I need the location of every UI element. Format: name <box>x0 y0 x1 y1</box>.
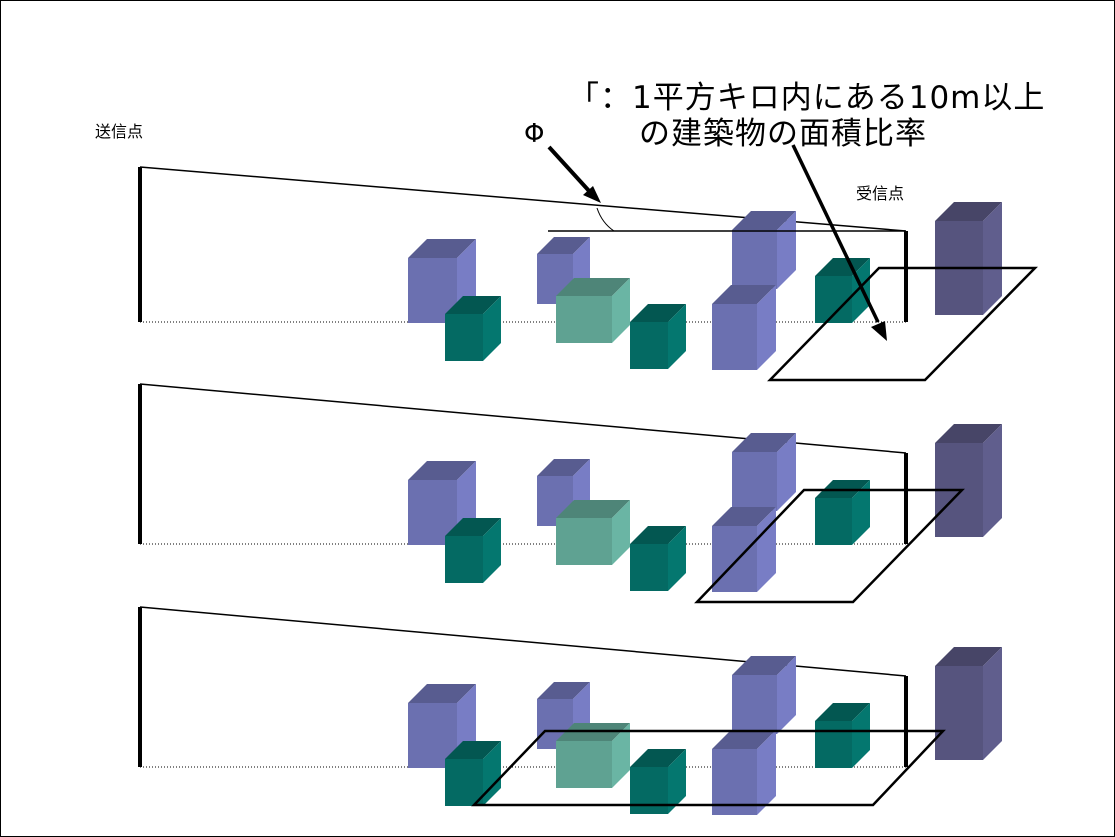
building-teal-3 <box>815 703 870 768</box>
phi-arrowhead <box>583 186 601 203</box>
building-green <box>556 723 630 788</box>
area-ratio-arrowhead <box>871 321 887 341</box>
panel-1 <box>138 166 1038 382</box>
building-blue-3 <box>732 433 796 511</box>
angle-arc <box>596 207 615 232</box>
panel-2 <box>138 383 1002 604</box>
building-teal-1 <box>445 296 501 361</box>
building-green <box>556 278 630 343</box>
building-blue-4 <box>712 285 776 370</box>
panel-3 <box>138 606 1002 815</box>
building-blue-4 <box>712 507 776 592</box>
building-teal-2 <box>630 304 686 369</box>
evaluation-area-square <box>471 729 946 807</box>
receiver-label: 受信点 <box>856 184 905 203</box>
building-teal-3 <box>815 480 870 545</box>
annotation-graphics <box>547 144 905 341</box>
building-teal-1 <box>445 741 501 806</box>
evaluation-area-square <box>767 266 1038 382</box>
building-blue-4 <box>712 730 776 815</box>
evaluation-area-square <box>694 488 965 604</box>
receiver-side-building <box>935 424 1002 537</box>
building-teal-1 <box>445 518 501 583</box>
building-green <box>556 500 630 565</box>
area-ratio-annotation-line2: の建築物の面積比率 <box>639 116 927 152</box>
phi-pointer-arrow <box>547 145 592 194</box>
building-teal-2 <box>630 526 686 591</box>
building-blue-3 <box>732 656 796 734</box>
receiver-side-building <box>935 202 1002 315</box>
receiver-side-building <box>935 647 1002 760</box>
building-blue-1 <box>408 239 476 323</box>
angle-phi-label: Φ <box>524 119 545 149</box>
building-blue-3 <box>732 211 796 289</box>
transmitter-label: 送信点 <box>95 122 144 141</box>
area-ratio-annotation-line1: 「：1平方キロ内にある10m以上 <box>568 80 1046 116</box>
area-ratio-pointer-arrow <box>791 144 880 323</box>
